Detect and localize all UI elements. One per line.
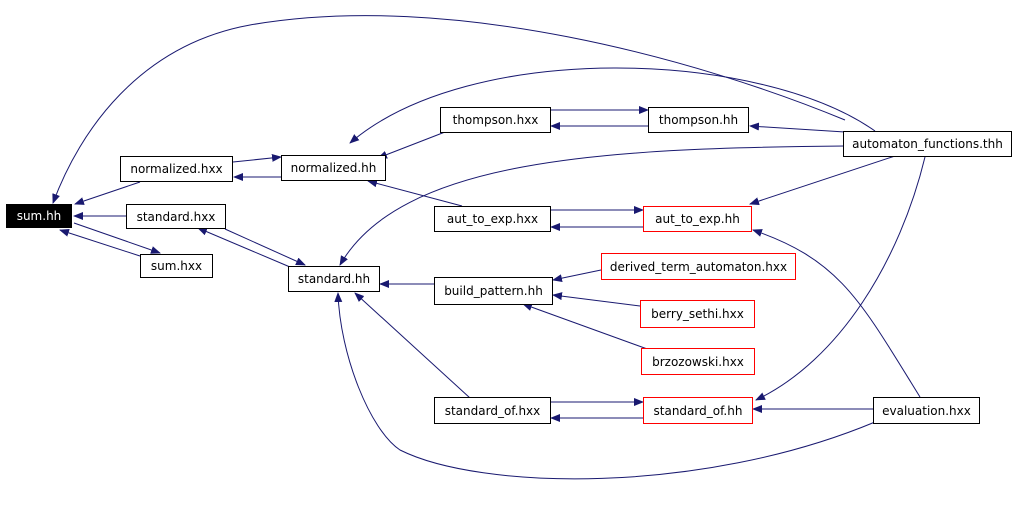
edge-sum-to-sum-hxx bbox=[73, 222, 161, 254]
edge-thompson-hxx-to-normalized-hh bbox=[377, 131, 446, 159]
edge-aut-to-exp-hxx-to-normalized-hh bbox=[367, 179, 463, 207]
node-evaluation-hxx[interactable]: evaluation.hxx bbox=[873, 397, 980, 424]
edge-standard-of-hxx-to-standard-hh bbox=[354, 292, 471, 399]
edge-automaton-functions-to-aut-to-exp-hh bbox=[749, 155, 896, 205]
node-aut-to-exp-hh[interactable]: aut_to_exp.hh bbox=[643, 206, 752, 232]
edge-standard-hxx-to-standard-hh bbox=[224, 228, 306, 266]
node-normalized-hxx[interactable]: normalized.hxx bbox=[120, 156, 233, 182]
edge-automaton-functions-to-sum bbox=[52, 15, 846, 204]
edge-normalized-hxx-to-sum bbox=[74, 181, 141, 205]
edge-automaton-functions-to-standard-of-hh bbox=[755, 156, 926, 401]
node-berry-sethi-hxx[interactable]: berry_sethi.hxx bbox=[640, 300, 755, 328]
edge-normalized-hxx-to-normalized-hh bbox=[232, 153, 282, 163]
edge-sum-hxx-to-sum bbox=[59, 228, 141, 257]
node-standard-hxx[interactable]: standard.hxx bbox=[126, 204, 226, 229]
node-sum-hxx[interactable]: sum.hxx bbox=[140, 254, 213, 278]
edge-automaton-functions-to-standard-hh bbox=[339, 145, 846, 266]
edge-standard-hh-to-standard-hxx bbox=[197, 227, 291, 268]
edge-automaton-functions-to-normalized-hh bbox=[349, 67, 876, 144]
node-automaton-functions-thh[interactable]: automaton_functions.thh bbox=[843, 131, 1012, 157]
node-thompson-hxx[interactable]: thompson.hxx bbox=[440, 107, 551, 133]
edge-evaluation-to-standard-hh bbox=[334, 292, 876, 480]
edge-derived-term-to-build-pattern bbox=[552, 269, 602, 283]
node-derived-term-automaton-hxx[interactable]: derived_term_automaton.hxx bbox=[601, 253, 796, 280]
node-sum-hh[interactable]: sum.hh bbox=[6, 204, 72, 228]
node-build-pattern-hh[interactable]: build_pattern.hh bbox=[434, 277, 553, 305]
node-standard-hh[interactable]: standard.hh bbox=[288, 266, 380, 292]
node-brzozowski-hxx[interactable]: brzozowski.hxx bbox=[641, 348, 755, 375]
node-normalized-hh[interactable]: normalized.hh bbox=[281, 155, 386, 181]
edge-brzozowski-to-build-pattern bbox=[522, 303, 651, 351]
edge-automaton-functions-to-thompson-hh bbox=[749, 122, 846, 133]
node-thompson-hh[interactable]: thompson.hh bbox=[648, 107, 749, 133]
edge-berry-sethi-to-build-pattern bbox=[552, 292, 641, 307]
node-standard-of-hxx[interactable]: standard_of.hxx bbox=[434, 397, 551, 424]
edge-evaluation-to-aut-to-exp-hh bbox=[752, 229, 921, 398]
node-aut-to-exp-hxx[interactable]: aut_to_exp.hxx bbox=[434, 206, 551, 232]
node-standard-of-hh[interactable]: standard_of.hh bbox=[643, 397, 753, 424]
